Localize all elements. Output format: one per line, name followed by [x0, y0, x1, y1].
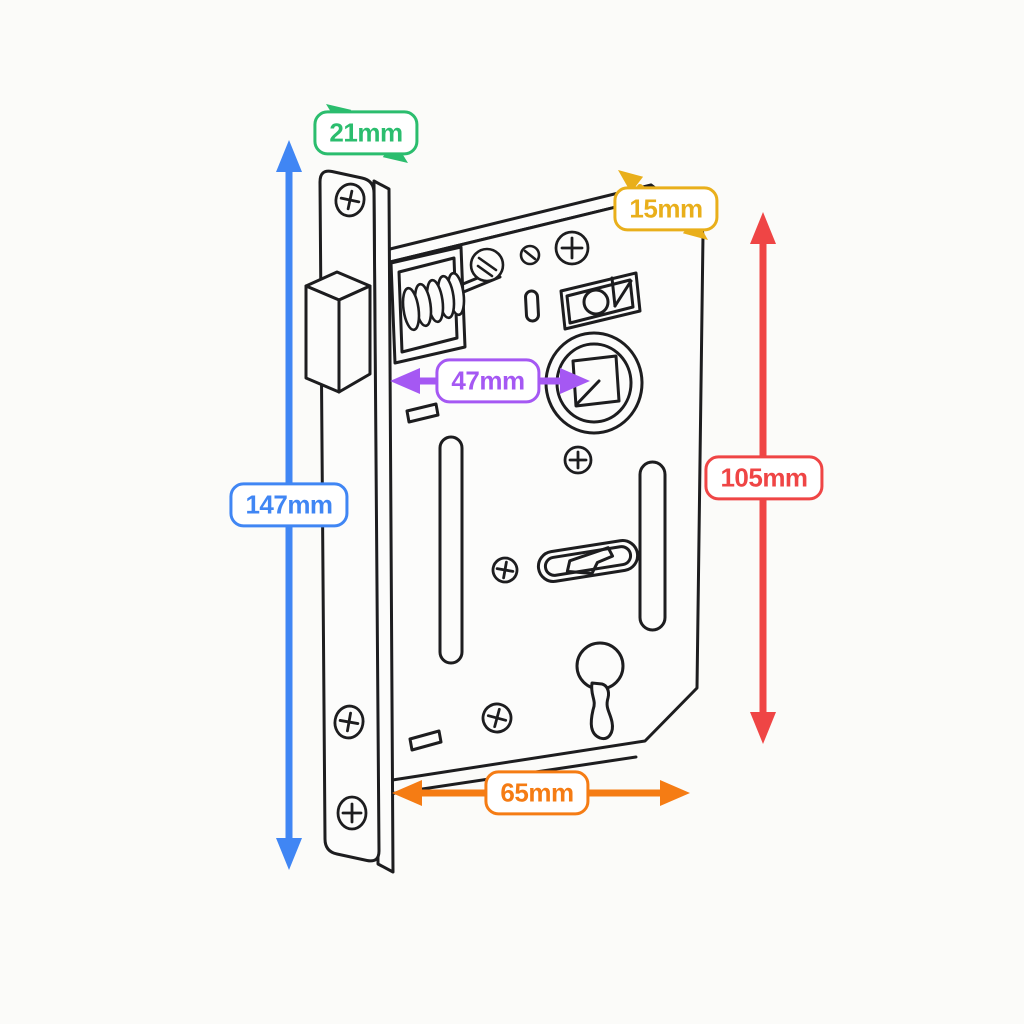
keyhole: [575, 641, 625, 741]
dim-label-backset: 47mm: [435, 358, 541, 404]
follower-window: [559, 271, 642, 331]
dim-label-case-height: 105mm: [704, 455, 824, 501]
capsule-slot-right: [638, 460, 667, 632]
dim-label-faceplate-height: 147mm: [229, 482, 349, 528]
dim-label-case-edge-thickness: 15mm: [613, 186, 719, 232]
slotted-screw: [469, 244, 541, 283]
dim-label-faceplate-width: 21mm: [313, 110, 419, 156]
lever-slot: [536, 539, 640, 583]
small-slot-top: [524, 289, 540, 323]
phillips-screws: [333, 182, 593, 831]
small-cutout-mid: [405, 402, 440, 424]
spring-mechanism: [389, 245, 502, 365]
latch-bolt: [304, 270, 372, 394]
small-cutout-bottom: [408, 729, 443, 752]
dim-label-case-depth: 65mm: [484, 770, 590, 816]
capsule-slot-left: [438, 435, 464, 665]
